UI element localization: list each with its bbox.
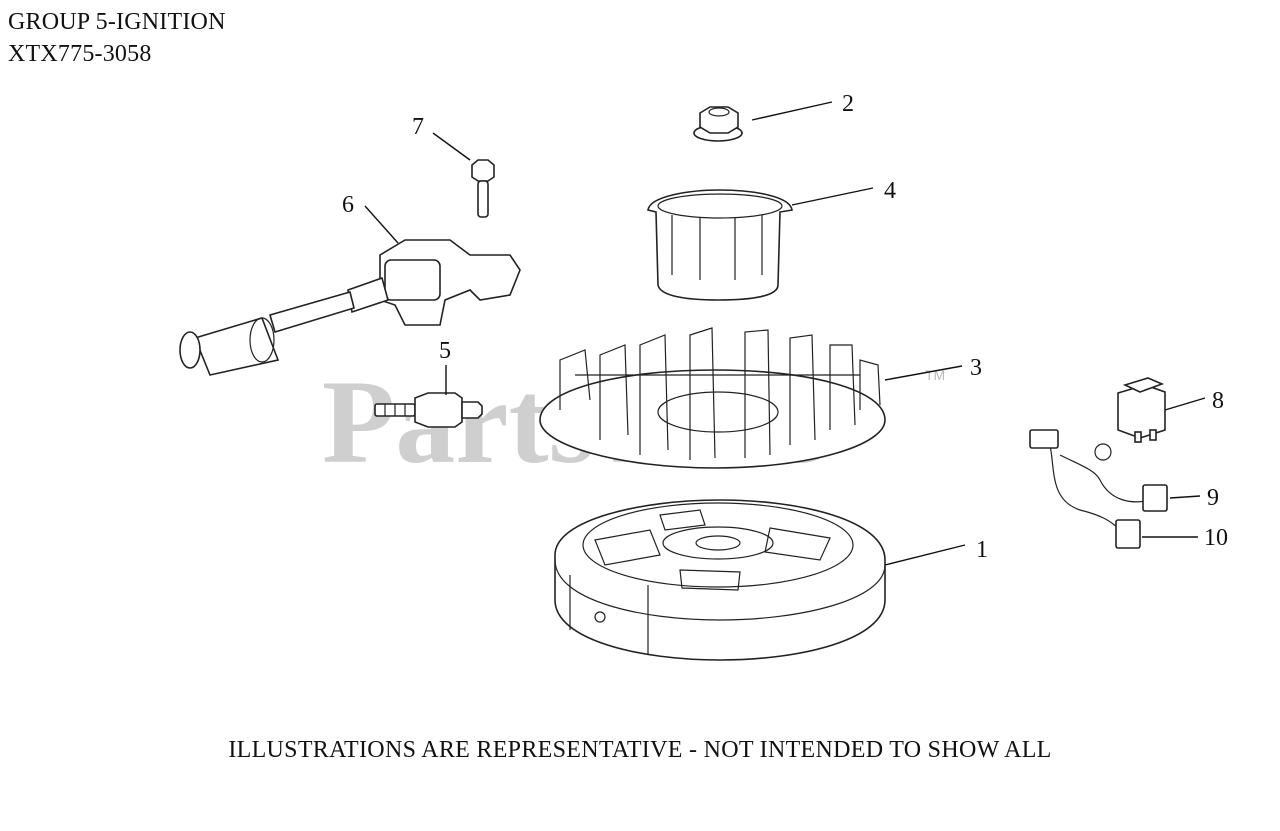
leader-6 xyxy=(364,205,399,244)
part-5-spark-plug[interactable] xyxy=(374,392,483,428)
part-6-ignition-coil[interactable] xyxy=(179,239,521,376)
callout-6[interactable]: 6 xyxy=(342,192,354,218)
callout-10[interactable]: 10 xyxy=(1204,525,1228,551)
leader-7 xyxy=(432,132,471,161)
part-9-10-wire-harness[interactable] xyxy=(1029,429,1168,549)
callout-3[interactable]: 3 xyxy=(970,355,982,381)
leader-9 xyxy=(1169,495,1201,499)
part-1-flywheel[interactable] xyxy=(554,499,886,661)
callout-4[interactable]: 4 xyxy=(884,178,896,204)
part-7-bolt[interactable] xyxy=(471,159,495,218)
callout-5[interactable]: 5 xyxy=(439,338,451,364)
part-8-switch[interactable] xyxy=(1117,377,1166,443)
group-title: GROUP 5-IGNITION xyxy=(8,9,226,35)
callout-2[interactable]: 2 xyxy=(842,91,854,117)
leader-4 xyxy=(791,187,874,206)
callout-9[interactable]: 9 xyxy=(1207,485,1219,511)
part-3-fan[interactable] xyxy=(539,327,886,469)
callout-8[interactable]: 8 xyxy=(1212,388,1224,414)
model-number: XTX775-3058 xyxy=(8,41,152,67)
disclaimer-text: ILLUSTRATIONS ARE REPRESENTATIVE - NOT I… xyxy=(228,737,1052,763)
leader-3 xyxy=(884,365,963,381)
leader-2 xyxy=(751,101,833,121)
leader-8 xyxy=(1164,397,1206,411)
callout-7[interactable]: 7 xyxy=(412,114,424,140)
leader-1 xyxy=(884,544,966,566)
callout-1[interactable]: 1 xyxy=(976,537,988,563)
part-2-nut[interactable] xyxy=(693,106,743,142)
watermark-trademark: TM xyxy=(925,367,945,383)
part-4-cup[interactable] xyxy=(647,189,793,301)
